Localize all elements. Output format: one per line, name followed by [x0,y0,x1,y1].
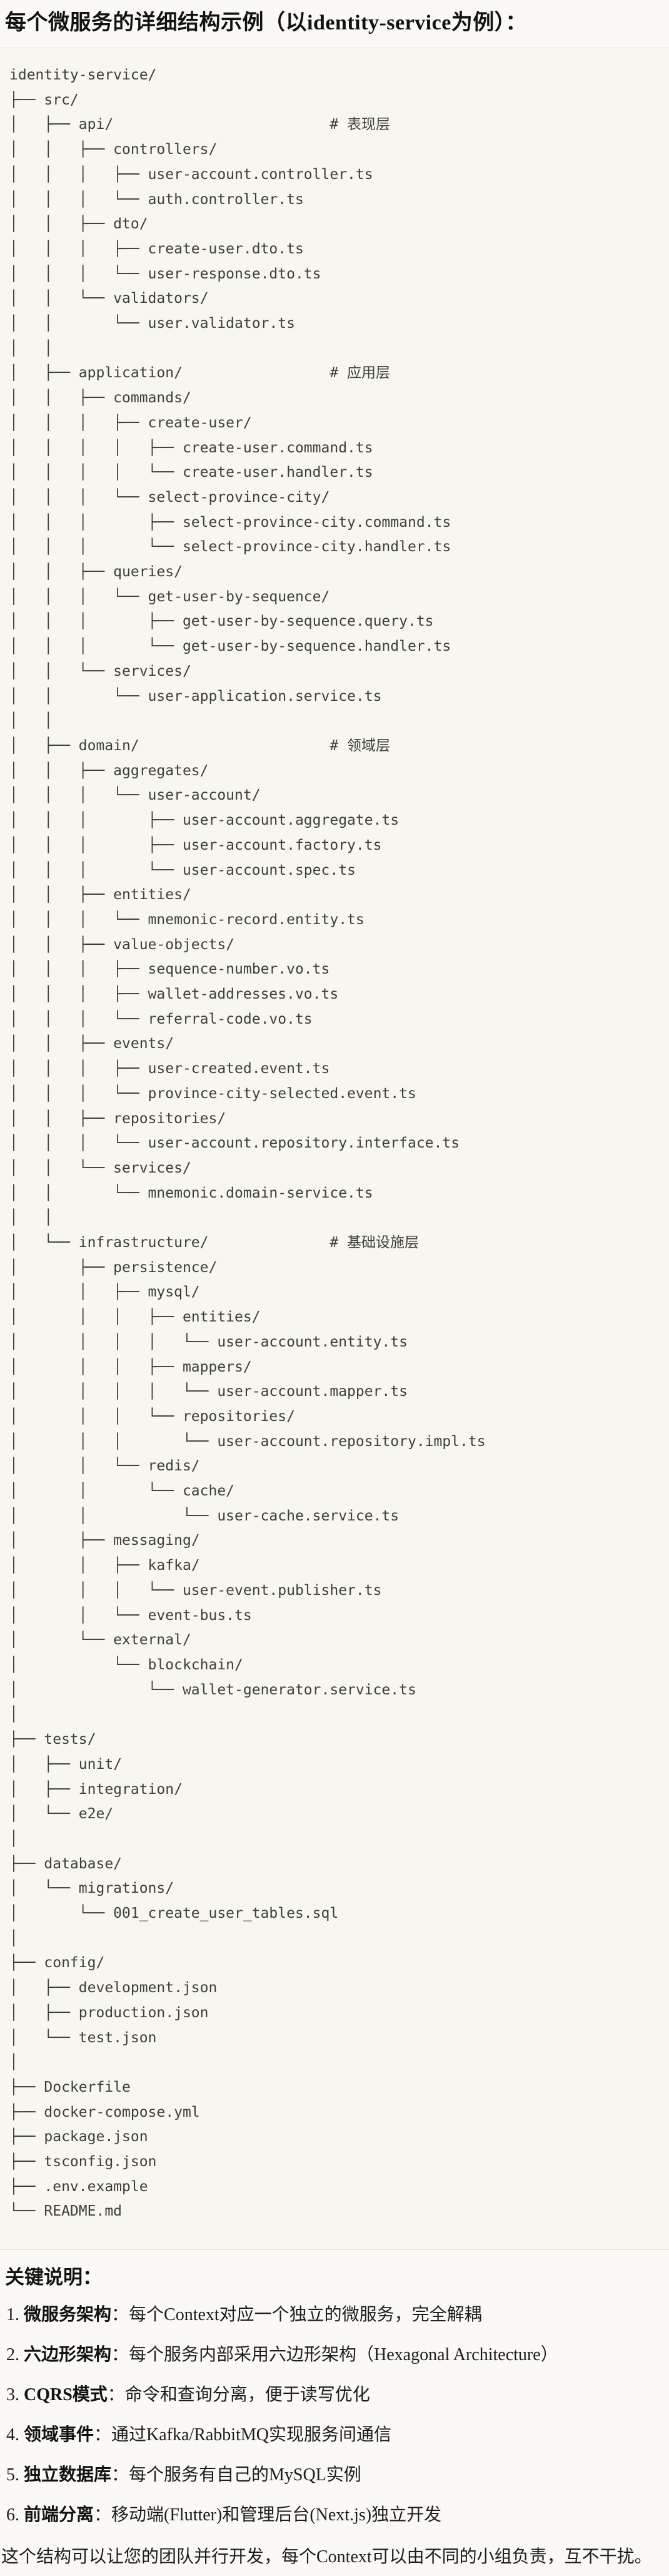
key-notes-section: 关键说明： 1. 微服务架构：每个Context对应一个独立的微服务，完全解耦 2… [0,2250,669,2576]
note-item: 1. 微服务架构：每个Context对应一个独立的微服务，完全解耦 [6,2305,482,2325]
note-label: 微服务架构 [24,2305,112,2325]
note-label: 前端分离 [24,2505,94,2525]
code-block: identity-service/ ├── src/ │ ├── api/ # … [0,48,669,2251]
directory-tree: identity-service/ ├── src/ │ ├── api/ # … [9,67,486,2220]
notes-list: 1. 微服务架构：每个Context对应一个独立的微服务，完全解耦 2. 六边形架… [5,2303,664,2527]
note-label: 领域事件 [24,2425,94,2445]
note-label: 独立数据库 [24,2465,112,2485]
note-item: 3. CQRS模式：命令和查询分离，便于读写优化 [6,2385,370,2405]
note-item: 2. 六边形架构：每个服务内部采用六边形架构（Hexagonal Archite… [6,2345,558,2365]
page-title: 每个微服务的详细结构示例（以identity-service为例）： [5,11,527,34]
note-item: 4. 领域事件：通过Kafka/RabbitMQ实现服务间通信 [6,2425,391,2445]
notes-heading: 关键说明： [5,2266,102,2289]
note-label: 六边形架构 [24,2345,112,2365]
notes-footer: 这个结构可以让您的团队并行开发，每个Context可以由不同的小组负责，互不干扰… [1,2547,652,2567]
note-label: CQRS模式 [24,2385,108,2405]
note-item: 6. 前端分离：移动端(Flutter)和管理后台(Next.js)独立开发 [6,2505,442,2525]
note-item: 5. 独立数据库：每个服务有自己的MySQL实例 [6,2465,361,2485]
